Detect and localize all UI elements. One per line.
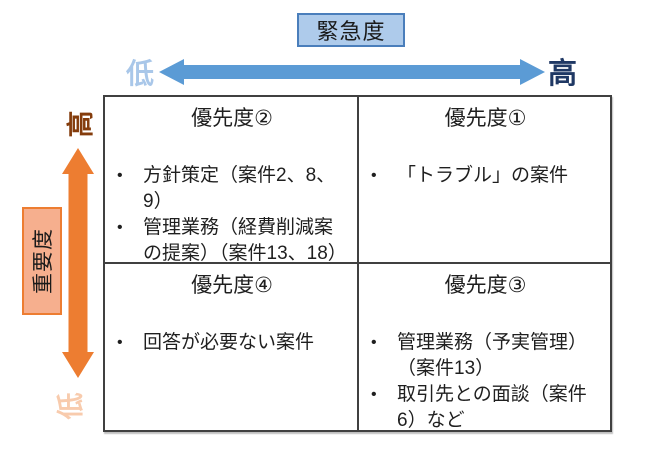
list-item: • 方針策定（案件2、8、9） [113,163,351,214]
bullet-icon: • [117,167,123,184]
list-item-text: 取引先との面談（案件6）など [397,384,587,430]
list-item-text: 管理業務（経費削減案の提案）（案件13、18） [143,217,347,264]
list-item-text: 「トラブル」の案件 [397,165,569,186]
list-item-text: 回答が必要ない案件 [143,332,315,353]
quadrant-title: 優先度② [191,107,273,130]
urgency-low-label: 低 [126,58,155,89]
bullet-icon: • [371,167,377,184]
quadrant-bullet-list: • 管理業務（予実管理）（案件13） • 取引先との面談（案件6）など [367,330,604,430]
quadrant-priority-2: 優先度② • 方針策定（案件2、8、9） • 管理業務（経費削減案の提案）（案件… [105,97,359,264]
quadrant-title: 優先度③ [444,274,527,297]
urgency-axis-title: 緊急度 [316,19,386,44]
bullet-icon: • [117,219,123,237]
list-item: • 管理業務（予実管理）（案件13） [367,330,604,381]
priority-matrix-table: 優先度② • 方針策定（案件2、8、9） • 管理業務（経費削減案の提案）（案件… [103,95,612,432]
importance-axis-title-box: 重要度 [22,207,62,315]
quadrant-bullet-list: • 回答が必要ない案件 [113,330,351,356]
quadrant-title: 優先度④ [191,274,273,297]
quadrant-priority-4: 優先度④ • 回答が必要ない案件 [105,264,359,430]
quadrant-bullet-list: • 方針策定（案件2、8、9） • 管理業務（経費削減案の提案）（案件13、18… [113,163,351,264]
importance-axis-title: 重要度 [32,228,55,294]
importance-double-arrow-icon [62,148,94,378]
bullet-icon: • [117,334,123,351]
importance-low-label: 低 [55,392,86,420]
list-item: • 「トラブル」の案件 [367,163,604,189]
quadrant-bullet-list: • 「トラブル」の案件 [367,163,604,189]
bullet-icon: • [371,386,377,404]
urgency-double-arrow-icon [159,59,545,85]
list-item-text: 方針策定（案件2、8、9） [143,165,336,212]
quadrant-priority-3: 優先度③ • 管理業務（予実管理）（案件13） • 取引先との面談（案件6）など [359,264,610,430]
list-item: • 回答が必要ない案件 [113,330,351,356]
quadrant-priority-1: 優先度① • 「トラブル」の案件 [359,97,610,264]
importance-high-label: 高 [65,110,96,138]
urgency-high-label: 高 [548,58,578,90]
list-item-text: 管理業務（予実管理）（案件13） [397,332,588,379]
urgency-axis-title-box: 緊急度 [297,13,405,47]
list-item: • 管理業務（経費削減案の提案）（案件13、18） [113,215,351,264]
bullet-icon: • [371,334,377,351]
list-item: • 取引先との面談（案件6）など [367,382,604,430]
quadrant-title: 優先度① [444,107,527,130]
